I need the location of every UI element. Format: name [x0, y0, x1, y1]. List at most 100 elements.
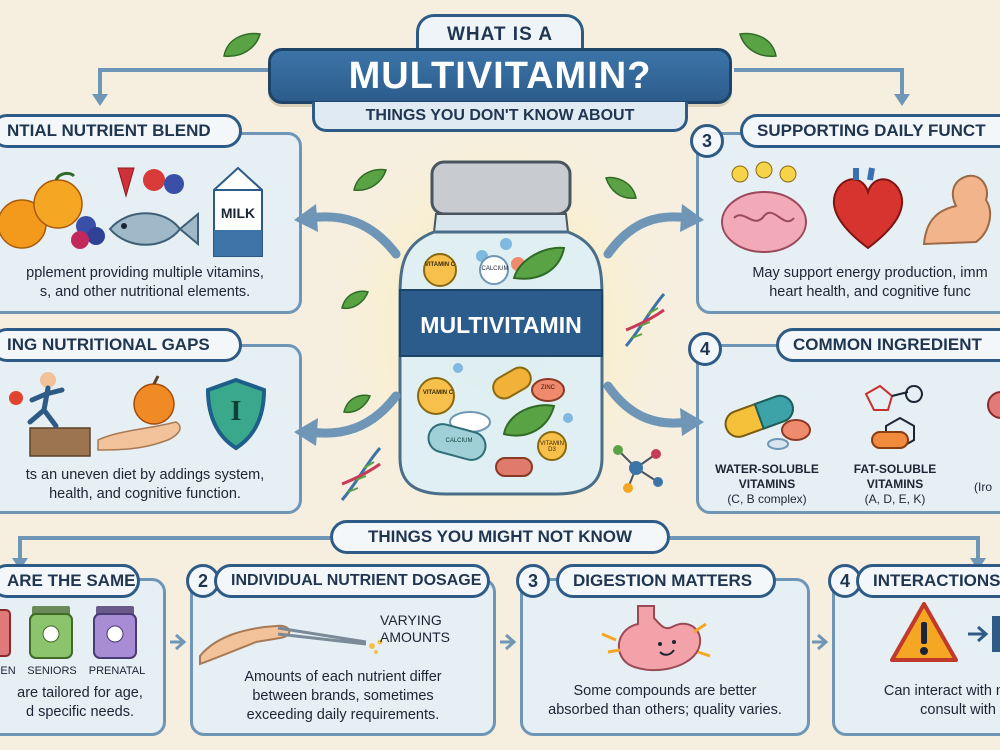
flexed-arm-icon: [922, 174, 992, 246]
panel-daily-functions-text-line: May support energy production, imm: [752, 265, 988, 281]
panel-interactions-number: 4: [828, 564, 862, 598]
panel-nutrient-dosage-text-line: between brands, sometimes: [252, 688, 434, 704]
stomach-icon: [601, 605, 711, 672]
arrow-right-icon: [170, 633, 187, 651]
milk-carton-icon: [213, 166, 263, 257]
berries-icon: [117, 167, 184, 198]
title-subtitle: THINGS YOU DON'T KNOW ABOUT: [312, 102, 688, 132]
panel-are-the-same: [0, 578, 166, 736]
leaf-icon: [353, 168, 387, 191]
milk-label: MILK: [220, 205, 256, 221]
panel-are-the-same-text-line: are tailored for age,: [17, 685, 143, 701]
molecule-icon: [613, 445, 663, 493]
panel-interactions-text-line: consult with a: [920, 702, 1000, 718]
label-children: EN: [0, 665, 16, 677]
fish-icon: [108, 211, 199, 247]
title-banner: WHAT IS A MULTIVITAMIN? THINGS YOU DON'T…: [268, 14, 732, 132]
doctor-icon: [992, 616, 1000, 652]
panel-digestion-text-line: absorbed than others; quality varies.: [548, 702, 782, 718]
panel-nutrient-dosage-text-line: Amounts of each nutrient differ: [244, 669, 442, 685]
title-main: MULTIVITAMIN?: [268, 48, 732, 104]
panel-daily-functions-text-line: heart health, and cognitive func: [769, 284, 971, 300]
water-soluble-label-line: VITAMINS: [738, 477, 796, 491]
connector-arrow-top-left: [92, 68, 268, 106]
dna-icon: [624, 293, 666, 347]
panel-digestion-title: DIGESTION MATTERS: [556, 564, 776, 598]
pill-label-calcium-2: CALCIUM: [445, 438, 473, 444]
pill-label-vitamin-c-2: VITAMIN C: [422, 390, 454, 396]
fat-soluble-label-line: VITAMINS: [866, 477, 924, 491]
arrow-to-daily-functions: [603, 204, 704, 259]
fat-soluble-label-line: (A, D, E, K): [864, 492, 926, 506]
panel-nutritional-gaps-text-line: ts an uneven diet by addings system,: [25, 467, 265, 483]
softgel-icon: [871, 431, 909, 449]
panel-daily-functions-number: 3: [690, 124, 724, 158]
capsule-icon: [724, 394, 811, 450]
iron-pill-icon: [987, 391, 1000, 419]
multivitamin-jar: [398, 160, 604, 496]
panel-nutrient-blend-text-line: pplement providing multiple vitamins,: [26, 265, 264, 281]
dosage-callout: VARYING AMOUNTS: [380, 612, 480, 646]
panel-interactions-text: Can interact with m consult with a: [848, 682, 1000, 720]
panel-daily-functions-text: May support energy production, imm heart…: [720, 264, 1000, 302]
fruit-icon: [0, 171, 105, 249]
label-prenatal: PRENATAL: [88, 665, 146, 677]
pill-label-vitamin-c: VITAMIN C: [424, 262, 456, 268]
shield-letter: I: [230, 396, 242, 427]
warning-icon: [890, 602, 958, 662]
panel-nutritional-gaps-text: ts an uneven diet by addings system, hea…: [0, 466, 290, 504]
hand-apple-icon: [97, 375, 181, 451]
panel-nutritional-gaps-title: ING NUTRITIONAL GAPS: [0, 328, 242, 362]
panel-nutritional-gaps-text-line: health, and cognitive function.: [49, 486, 241, 502]
arrow-right-icon: [812, 633, 829, 651]
shield-icon: [205, 377, 267, 451]
panel-common-ingredients-number: 4: [688, 332, 722, 366]
panel-nutrient-dosage-title: INDIVIDUAL NUTRIENT DOSAGE: [214, 564, 490, 598]
water-soluble-label-line: (C, B complex): [727, 492, 807, 506]
pill-label-calcium: CALCIUM: [481, 266, 509, 272]
person-jumping-icon: [9, 372, 91, 457]
leaf-icon: [341, 290, 370, 310]
iron-label: (Iro: [974, 480, 992, 494]
panel-are-the-same-text-line: d specific needs.: [25, 704, 134, 720]
label-seniors: SENIORS: [27, 665, 77, 677]
supplement-bottles-icon: [0, 606, 137, 659]
arrow-right-icon: [968, 625, 989, 643]
brain-icon: [721, 161, 807, 253]
leaf-icon: [739, 32, 777, 57]
panel-are-the-same-title: ARE THE SAME: [0, 564, 140, 598]
title-top: WHAT IS A: [416, 14, 584, 52]
panel-nutrient-dosage: [190, 578, 496, 736]
heart-icon: [833, 167, 903, 250]
arrow-to-common-ingredients: [603, 381, 704, 436]
connector-arrow-top-right: [734, 68, 910, 106]
dna-icon: [340, 447, 382, 501]
panel-digestion-text: Some compounds are better absorbed than …: [526, 682, 804, 720]
panel-nutrient-blend-title: NTIAL NUTRIENT BLEND: [0, 114, 242, 148]
panel-nutrient-dosage-text: Amounts of each nutrient differ between …: [200, 668, 486, 725]
panel-nutrient-dosage-text-line: exceeding daily requirements.: [246, 707, 440, 723]
arrow-to-nutrient-blend: [294, 204, 401, 259]
leaf-icon: [605, 176, 637, 199]
molecule-structure-icon: [864, 384, 923, 450]
panel-nutrient-blend-text: pplement providing multiple vitamins, s,…: [0, 264, 290, 302]
panel-digestion-text-line: Some compounds are better: [573, 683, 757, 699]
pill-label-vitamin-d3: VITAMIN D3: [540, 441, 564, 453]
dosage-callout-line: AMOUNTS: [380, 629, 450, 645]
panel-interactions-text-line: Can interact with m: [883, 683, 1000, 699]
arrow-to-nutritional-gaps: [294, 391, 401, 446]
water-soluble-label-line: WATER-SOLUBLE: [715, 462, 819, 476]
panel-digestion-number: 3: [516, 564, 550, 598]
water-soluble-label: WATER-SOLUBLE VITAMINS (C, B complex): [704, 462, 830, 507]
section-divider-title: THINGS YOU MIGHT NOT KNOW: [330, 520, 670, 554]
jar-label: MULTIVITAMIN: [420, 312, 582, 338]
dosage-callout-line: VARYING: [380, 612, 442, 628]
fat-soluble-label-line: FAT-SOLUBLE: [853, 462, 937, 476]
hand-tweezers-icon: [199, 624, 383, 666]
panel-interactions-title: INTERACTIONS &: [856, 564, 1000, 598]
panel-are-the-same-text: are tailored for age, d specific needs.: [0, 684, 160, 722]
panel-interactions: [832, 578, 1000, 736]
leaf-icon: [343, 394, 372, 414]
panel-nutrient-blend-text-line: s, and other nutritional elements.: [39, 284, 251, 300]
fat-soluble-label: FAT-SOLUBLE VITAMINS (A, D, E, K): [840, 462, 950, 507]
